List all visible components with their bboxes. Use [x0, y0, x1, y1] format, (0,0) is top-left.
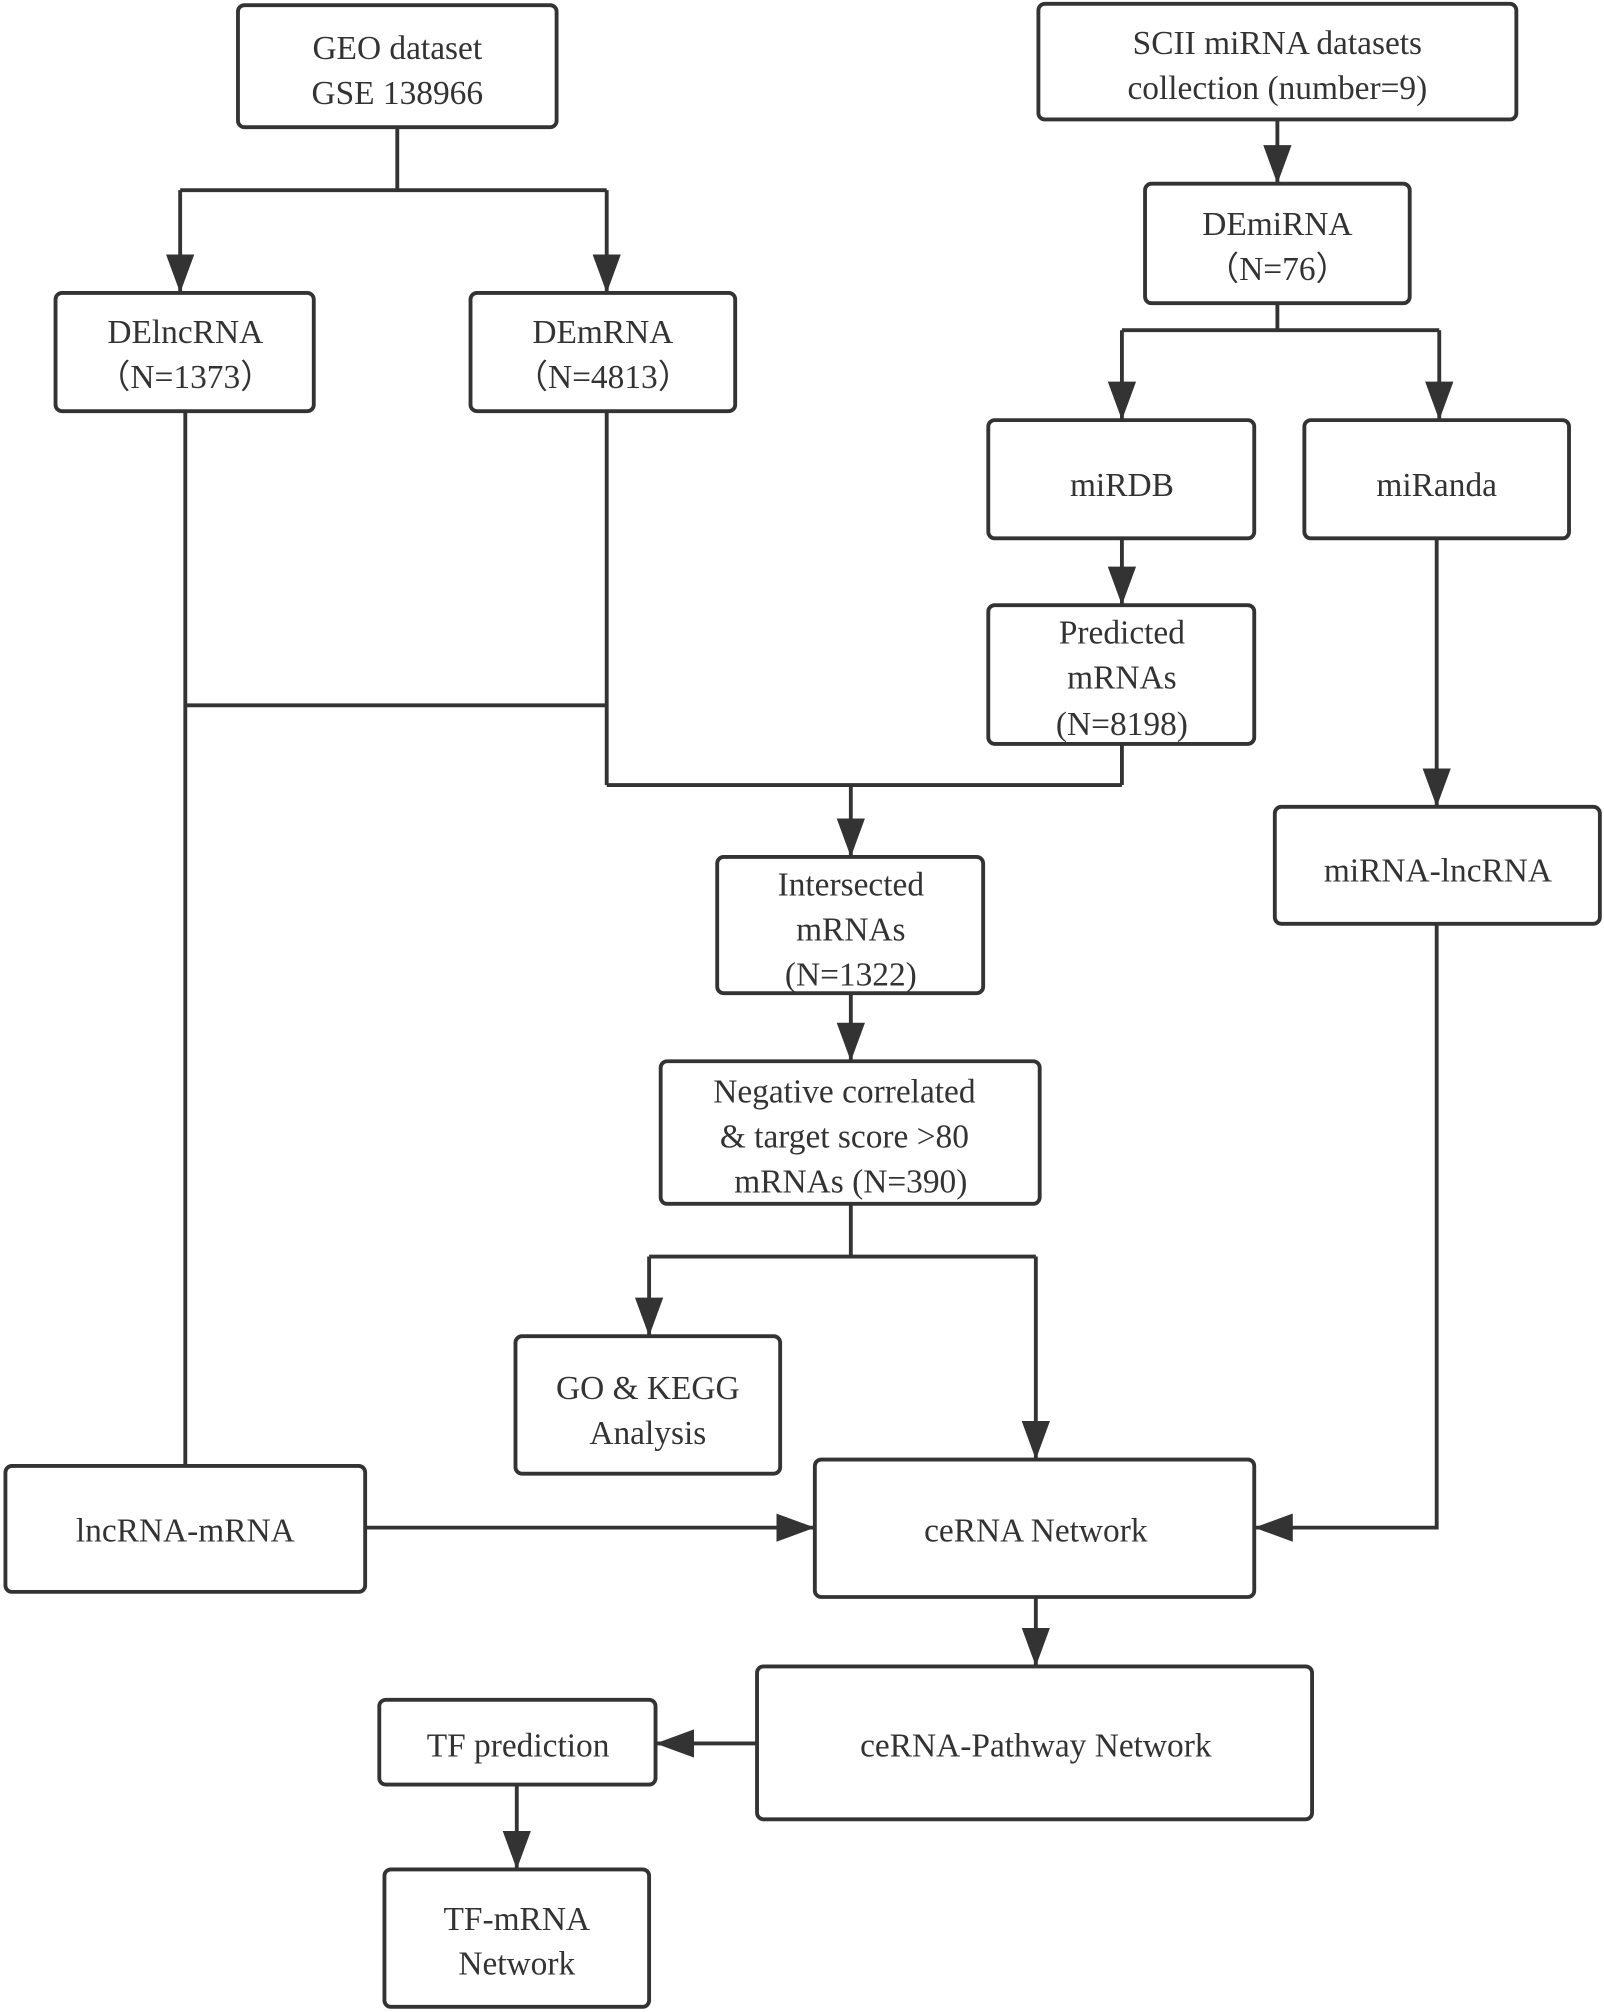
- node-label-line: ceRNA-Pathway Network: [860, 1727, 1212, 1764]
- node-label-line: GO & KEGG: [556, 1370, 740, 1407]
- node-label-line: GSE 138966: [311, 75, 483, 112]
- node-intersected-mrnas: Intersected mRNAs (N=1322): [715, 855, 986, 996]
- node-box: [986, 418, 1257, 541]
- node-mirdb: miRDB: [986, 418, 1257, 541]
- node-box: [1036, 1, 1519, 122]
- node-cerna-network: ceRNA Network: [812, 1457, 1257, 1599]
- node-box: [1272, 804, 1602, 926]
- node-demrna: DEmRNA （N=4813）: [468, 291, 738, 414]
- node-tf-mrna-network: TF-mRNA Network: [382, 1867, 652, 2009]
- node-box: [1302, 418, 1571, 541]
- node-label-line: DEmiRNA: [1202, 206, 1352, 243]
- node-label-line: (N=8198): [1056, 706, 1188, 743]
- node-label-line: & target score >80: [720, 1118, 969, 1155]
- node-cerna-pathway-network: ceRNA-Pathway Network: [755, 1664, 1314, 1822]
- node-label-line: lncRNA-mRNA: [76, 1513, 295, 1550]
- node-box: [468, 291, 738, 414]
- node-lncrna-mrna: lncRNA-mRNA: [3, 1464, 368, 1594]
- node-label-line: TF-mRNA: [443, 1901, 590, 1938]
- node-delncrna: DElncRNA （N=1373）: [53, 291, 316, 414]
- node-label-line: Network: [458, 1946, 575, 1983]
- node-label-line: miRDB: [1070, 467, 1174, 504]
- node-box: [236, 3, 559, 130]
- node-demirna: DEmiRNA （N=76）: [1143, 181, 1412, 306]
- node-box: [715, 855, 986, 996]
- arrow-mirna-lncrna-to-cerna: [1254, 923, 1439, 1542]
- node-box: [377, 1697, 658, 1787]
- node-label-line: Analysis: [589, 1415, 706, 1452]
- node-label-line: mRNAs: [796, 911, 905, 948]
- node-negative-correlated: Negative correlated & target score >80 m…: [658, 1059, 1042, 1206]
- node-scii-mirna-datasets: SCII miRNA datasets collection (number=9…: [1036, 1, 1519, 122]
- node-label-line: mRNAs (N=390): [734, 1163, 967, 1200]
- node-tf-prediction: TF prediction: [377, 1697, 658, 1787]
- node-box: [1143, 181, 1412, 306]
- node-label-line: mRNAs: [1067, 660, 1176, 697]
- node-box: [3, 1464, 368, 1594]
- node-box: [53, 291, 316, 414]
- node-miranda: miRanda: [1302, 418, 1571, 541]
- node-box: [986, 603, 1257, 746]
- node-box: [755, 1664, 1314, 1822]
- node-box: [382, 1867, 652, 2009]
- node-label-line: Intersected: [778, 867, 925, 904]
- node-label-line: ceRNA Network: [924, 1513, 1148, 1550]
- node-box: [812, 1457, 1257, 1599]
- connectors: [166, 119, 1454, 1870]
- node-label-line: miRNA-lncRNA: [1324, 852, 1552, 889]
- node-label-line: Predicted: [1059, 615, 1185, 652]
- node-geo-dataset: GEO dataset GSE 138966: [236, 3, 559, 130]
- node-label-line: Negative correlated: [713, 1073, 976, 1110]
- node-label-line: (N=1322): [785, 956, 917, 993]
- node-label-line: DElncRNA: [107, 314, 263, 351]
- node-go-kegg-analysis: GO & KEGG Analysis: [513, 1334, 783, 1476]
- node-label-line: collection (number=9): [1127, 70, 1427, 107]
- node-label-line: GEO dataset: [312, 30, 482, 67]
- node-box: [658, 1059, 1042, 1206]
- node-label-line: （N=1373）: [97, 359, 274, 396]
- node-box: [513, 1334, 783, 1476]
- node-label-line: DEmRNA: [532, 314, 673, 351]
- node-predicted-mrnas: Predicted mRNAs (N=8198): [986, 603, 1257, 746]
- node-label-line: TF prediction: [427, 1727, 610, 1764]
- node-label-line: SCII miRNA datasets: [1133, 25, 1422, 62]
- node-label-line: （N=76）: [1206, 251, 1349, 288]
- node-label-line: miRanda: [1376, 467, 1497, 504]
- node-label-line: （N=4813）: [515, 359, 692, 396]
- node-mirna-lncrna: miRNA-lncRNA: [1272, 804, 1602, 926]
